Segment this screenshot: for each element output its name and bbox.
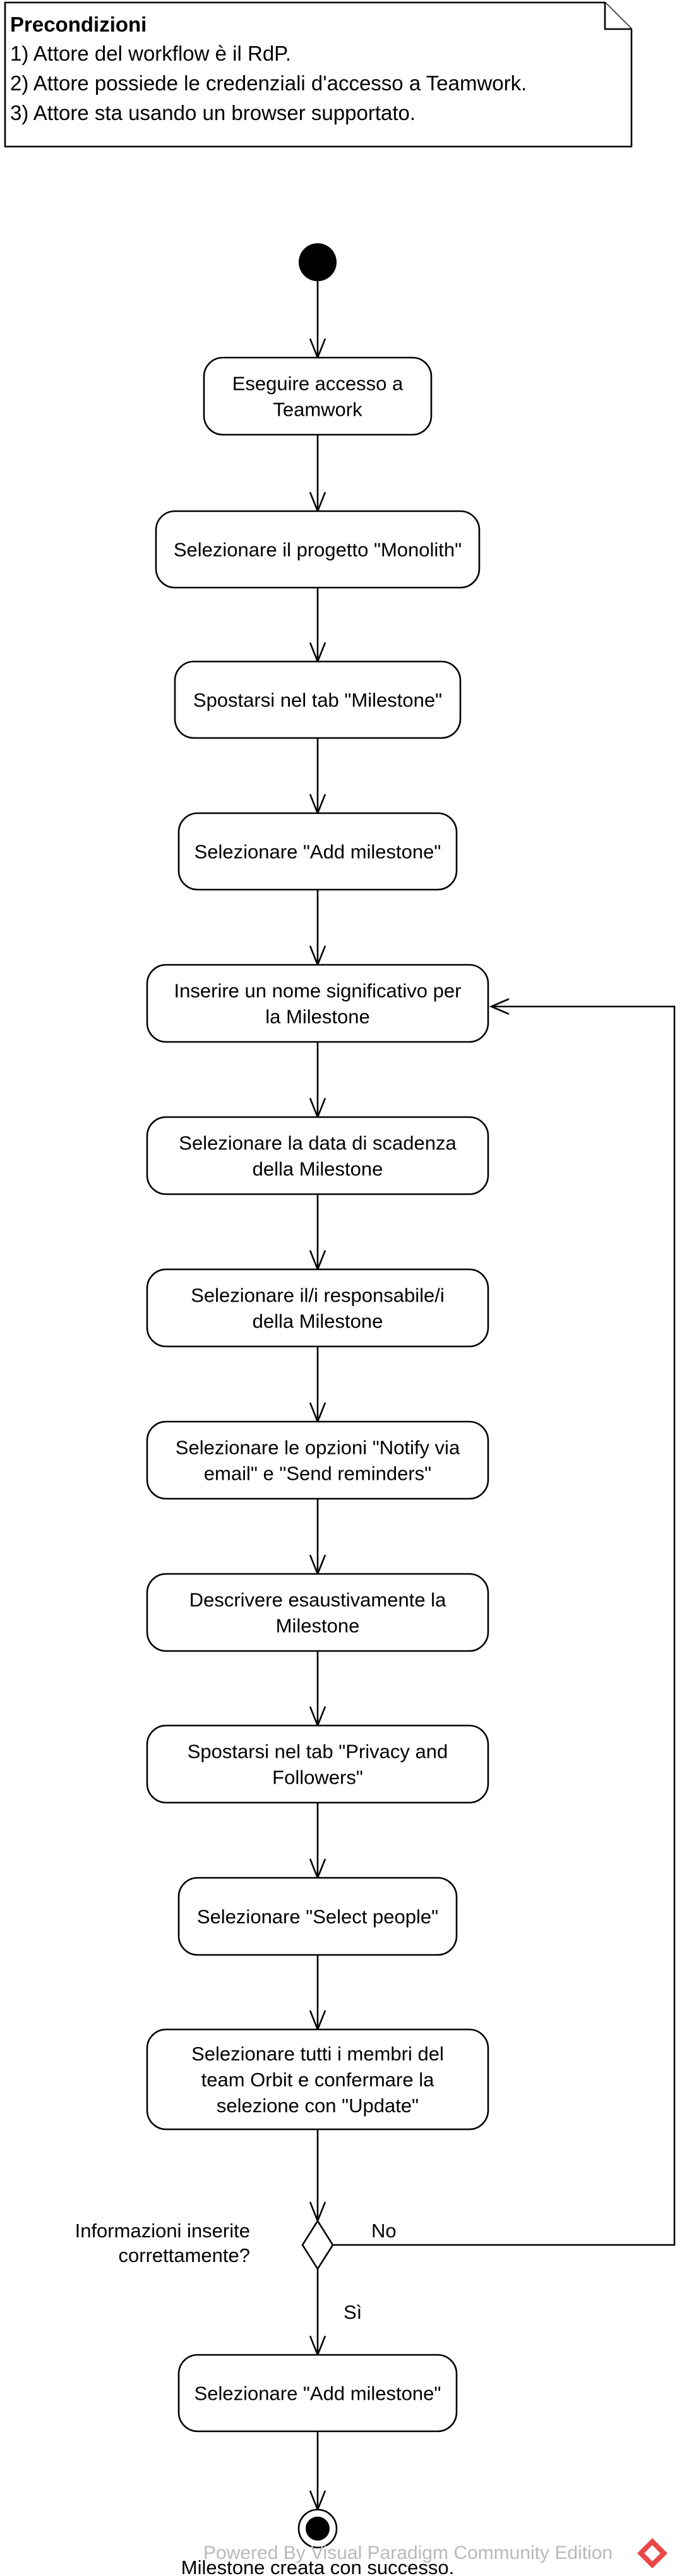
activity-8-line-1: Selezionare le opzioni "Notify via — [176, 1437, 460, 1459]
flow-activity-11-to-12 — [309, 1955, 326, 2032]
activity-7: Selezionare il/i responsabile/i della Mil… — [146, 1268, 489, 1348]
activity-4: Selezionare "Add milestone" — [177, 812, 458, 891]
initial-node — [299, 243, 337, 281]
activity-12: Selezionare tutti i membri del team Orbit… — [146, 2028, 489, 2131]
decision-question-line-2: correttamente? — [119, 2244, 251, 2266]
note-line-1: 1) Attore del workflow è il RdP. — [10, 42, 291, 65]
flow-initial-to-activity-1 — [309, 281, 326, 360]
activity-11: Selezionare "Select people" — [177, 1877, 458, 1956]
control-flows — [309, 281, 326, 2512]
activity-5-line-2: la Milestone — [265, 1006, 369, 1028]
flow-activity-10-to-11 — [309, 1803, 326, 1880]
visual-paradigm-logo-icon — [637, 2537, 668, 2569]
flow-activity-9-to-10 — [309, 1651, 326, 1728]
decision-yes-label: Sì — [344, 2301, 362, 2323]
final-node — [297, 2508, 338, 2549]
activity-9-line-1: Descrivere esaustivamente la — [189, 1589, 446, 1611]
flow-activity-8-to-9 — [309, 1499, 326, 1576]
activity-13: Selezionare "Add milestone" — [177, 2354, 458, 2433]
activity-6-line-2: della Milestone — [253, 1158, 383, 1180]
activity-9-line-2: Milestone — [276, 1615, 360, 1637]
activity-3-line-1: Spostarsi nel tab "Milestone" — [193, 689, 442, 711]
activity-6-line-1: Selezionare la data di scadenza — [179, 1132, 457, 1154]
flow-activity-6-to-7 — [309, 1194, 326, 1272]
flow-activity-1-to-2 — [309, 435, 326, 514]
activity-6: Selezionare la data di scadenza della Mil… — [146, 1116, 489, 1195]
activity-3: Spostarsi nel tab "Milestone" — [174, 660, 462, 739]
activity-12-line-3: selezione con "Update" — [217, 2095, 419, 2117]
flow-activity-7-to-8 — [309, 1346, 326, 1424]
decision-no-label: No — [371, 2220, 397, 2242]
activity-11-line-1: Selezionare "Select people" — [197, 1906, 438, 1928]
activity-13-line-1: Selezionare "Add milestone" — [194, 2383, 441, 2405]
final-node-label: Milestone creata con successo. — [181, 2556, 455, 2576]
activity-12-line-1: Selezionare tutti i membri del — [191, 2043, 444, 2065]
flow-activity-4-to-5 — [309, 890, 326, 967]
activity-10-line-1: Spostarsi nel tab "Privacy and — [188, 1741, 448, 1763]
activity-1: Eseguire accesso a Teamwork — [203, 356, 433, 436]
flow-no-loop — [333, 998, 676, 2246]
flow-activity-3-to-4 — [309, 738, 326, 816]
precondition-note: Precondizioni 1) Attore del workflow è i… — [4, 1, 633, 148]
activity-7-line-2: della Milestone — [253, 1310, 383, 1333]
note-line-2: 2) Attore possiede le credenziali d'acce… — [10, 71, 527, 95]
watermark-text: Powered By Visual Paradigm Community Edi… — [203, 2543, 613, 2563]
activity-12-line-2: team Orbit e confermare la — [201, 2069, 434, 2091]
activity-8-line-2: email" e "Send reminders" — [204, 1463, 431, 1485]
activity-2: Selezionare il progetto "Monolith" — [155, 510, 481, 589]
note-line-3: 3) Attore sta usando un browser supporta… — [10, 101, 416, 124]
decision-node — [301, 2219, 334, 2271]
flow-activity-13-to-final — [309, 2431, 326, 2512]
note-title: Precondizioni — [10, 13, 147, 36]
flow-activity-5-to-6 — [309, 1042, 326, 1120]
activity-9: Descrivere esaustivamente la Milestone — [146, 1573, 489, 1652]
activity-5-line-1: Inserire un nome significativo per — [174, 980, 462, 1002]
activity-8: Selezionare le opzioni "Notify via email"… — [146, 1420, 489, 1500]
flow-activity-12-to-decision — [309, 2129, 326, 2223]
flow-decision-to-activity-13 — [309, 2269, 326, 2357]
activity-10-line-2: Followers" — [272, 1767, 363, 1789]
flow-activity-2-to-3 — [309, 588, 326, 664]
decision-question-line-1: Informazioni inserite — [75, 2220, 250, 2242]
activity-1-line-2: Teamwork — [273, 399, 362, 421]
activity-4-line-1: Selezionare "Add milestone" — [194, 841, 441, 863]
activity-2-line-1: Selezionare il progetto "Monolith" — [174, 539, 462, 561]
activity-7-line-1: Selezionare il/i responsabile/i — [191, 1285, 445, 1307]
activity-5: Inserire un nome significativo per la Mil… — [146, 964, 489, 1043]
activity-1-line-1: Eseguire accesso a — [232, 373, 404, 395]
